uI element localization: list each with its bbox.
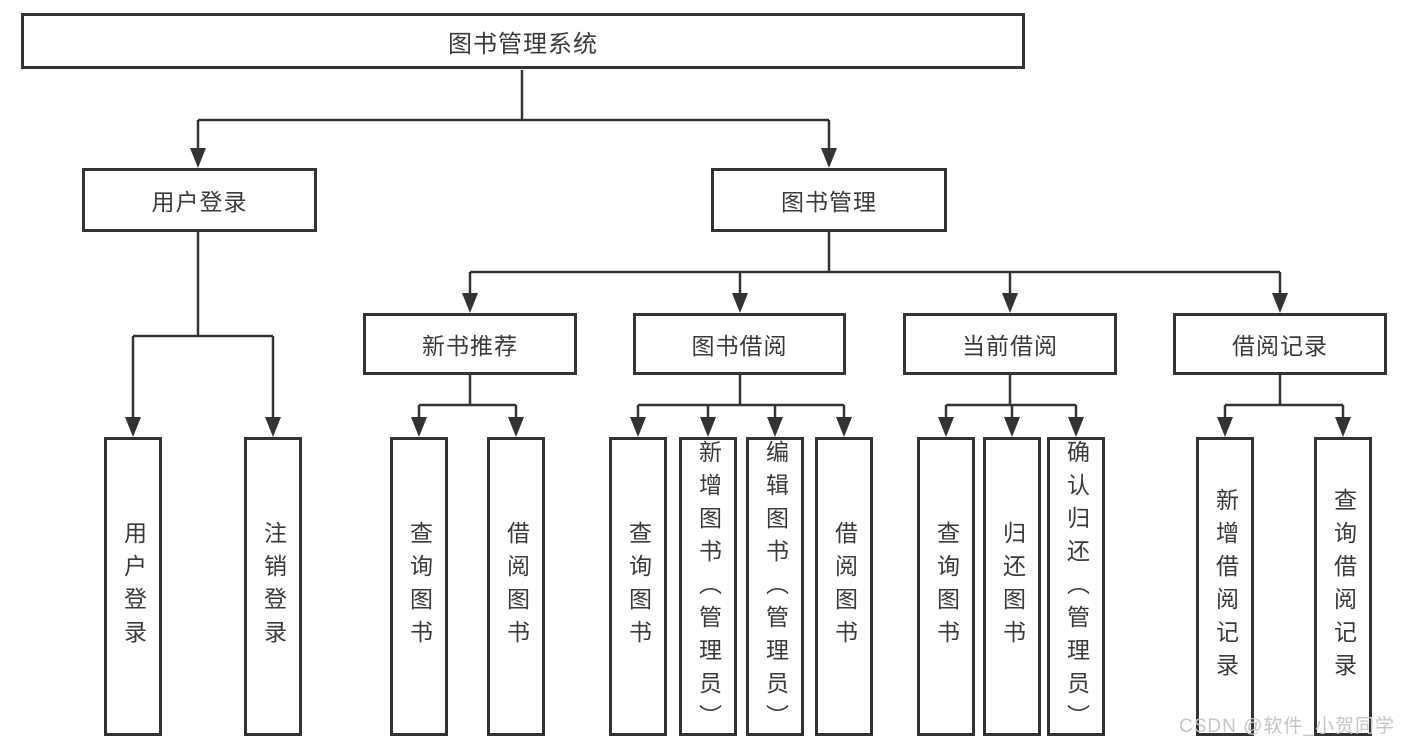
node-user-login: 用户登录	[82, 168, 317, 232]
node-root: 图书管理系统	[21, 13, 1025, 69]
leaf-query-books-1: 查询图书	[390, 437, 448, 736]
leaf-confirm-return-admin: 确认归还（管理员）	[1047, 437, 1105, 737]
watermark: CSDN @软件_小贺同学	[1179, 716, 1395, 737]
leaf-add-borrow-record: 新增借阅记录	[1196, 437, 1254, 736]
tree-connector-lines	[131, 70, 1345, 419]
leaf-query-books-3: 查询图书	[917, 437, 975, 736]
leaf-add-books-admin: 新增图书（管理员）	[679, 437, 737, 737]
leaf-user-login: 用户登录	[104, 437, 162, 736]
leaf-borrow-books-2: 借阅图书	[815, 437, 873, 736]
leaf-query-books-2: 查询图书	[609, 437, 667, 736]
node-new-book-recommend: 新书推荐	[363, 313, 577, 375]
node-current-borrow: 当前借阅	[903, 313, 1117, 375]
leaf-borrow-books-1: 借阅图书	[487, 437, 545, 736]
leaf-return-books: 归还图书	[983, 437, 1041, 736]
node-book-management: 图书管理	[711, 168, 947, 232]
leaf-edit-books-admin: 编辑图书（管理员）	[746, 437, 804, 737]
node-borrow-records: 借阅记录	[1173, 313, 1387, 375]
leaf-query-borrow-record: 查询借阅记录	[1314, 437, 1372, 736]
leaf-logout: 注销登录	[244, 437, 302, 736]
node-book-borrow: 图书借阅	[633, 313, 846, 375]
